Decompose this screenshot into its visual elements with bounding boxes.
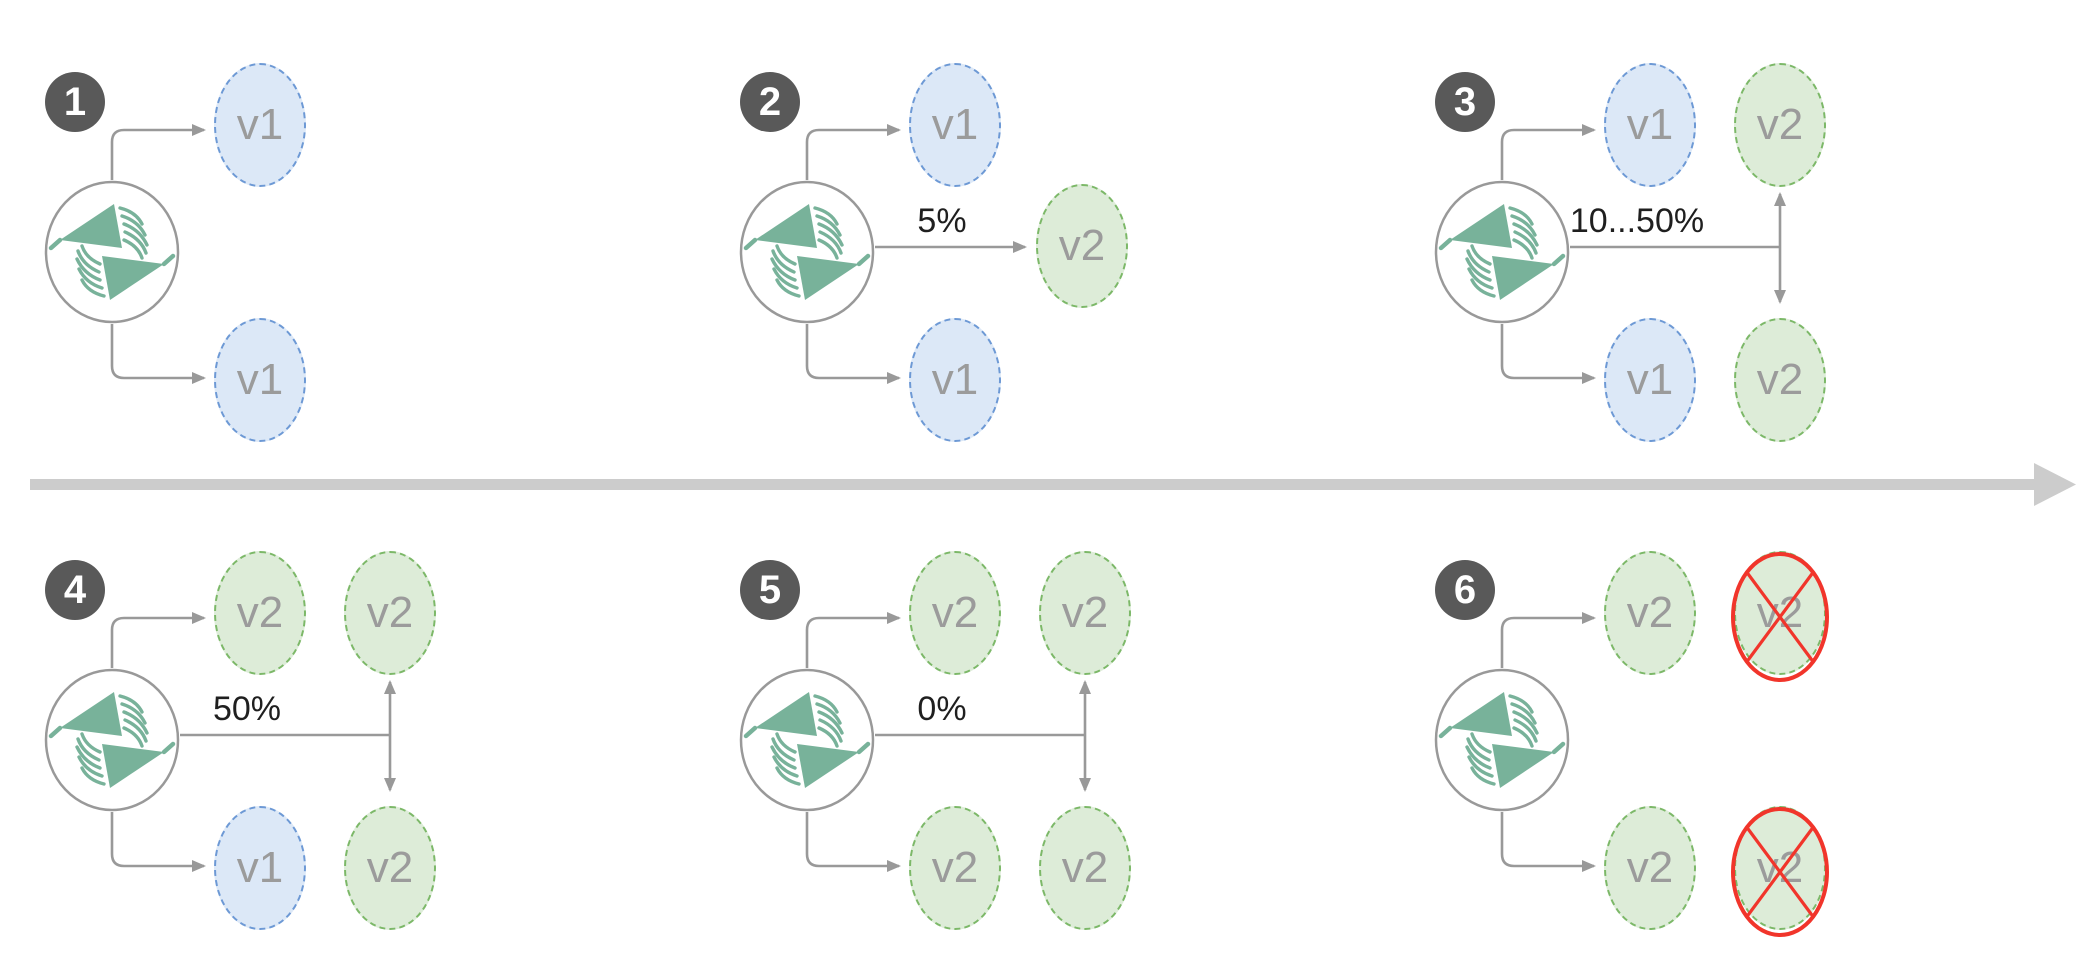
pod-node: v1 [214,63,306,187]
panel-step-2: 2 v1 v1 v2 5% [695,0,1390,480]
pod-node: v2 [1734,551,1826,675]
pod-node: v2 [909,806,1001,930]
traffic-percentage-label: 10...50% [1569,202,1705,240]
connector-arrows [0,124,206,384]
pod-node: v2 [1036,184,1128,308]
pod-node: v2 [1039,806,1131,930]
connector-arrows [1390,612,1596,872]
pod-node: v2 [1734,318,1826,442]
step-badge: 2 [740,72,800,132]
pod-node: v2 [909,551,1001,675]
pod-node: v2 [1734,806,1826,930]
traffic-router-icon [46,182,178,322]
pod-node: v2 [1604,551,1696,675]
panel-step-6: 6 v2 v2 v2 v2 [1390,488,2085,968]
pod-node: v2 [344,551,436,675]
step-badge: 3 [1435,72,1495,132]
pod-node: v1 [909,318,1001,442]
traffic-router-icon [1436,670,1568,810]
traffic-percentage-label: 0% [917,690,967,728]
pod-node: v1 [214,318,306,442]
panel-step-4: 4 v2 v1 v2 v2 50% [0,488,695,968]
step-badge: 5 [740,560,800,620]
timeline-arrow-right-icon [30,463,2076,506]
pod-node: v2 [214,551,306,675]
panel-step-5: 5 v2 v2 v2 v2 0% [695,488,1390,968]
pod-node: v2 [1604,806,1696,930]
terminated-cross-icons [1731,552,1829,937]
pod-node: v1 [1604,318,1696,442]
step-badge: 1 [45,72,105,132]
step-badge: 6 [1435,560,1495,620]
pod-node: v1 [214,806,306,930]
pod-node: v2 [1734,63,1826,187]
panel-step-1: 1 v1 v1 [0,0,695,480]
pod-node: v1 [909,63,1001,187]
panel-step-3: 3 v1 v1 v2 v2 10...50% [1390,0,2085,480]
traffic-percentage-label: 50% [212,690,282,728]
pod-node: v2 [344,806,436,930]
pod-node: v1 [1604,63,1696,187]
traffic-percentage-label: 5% [917,202,967,240]
step-badge: 4 [45,560,105,620]
pod-node: v2 [1039,551,1131,675]
